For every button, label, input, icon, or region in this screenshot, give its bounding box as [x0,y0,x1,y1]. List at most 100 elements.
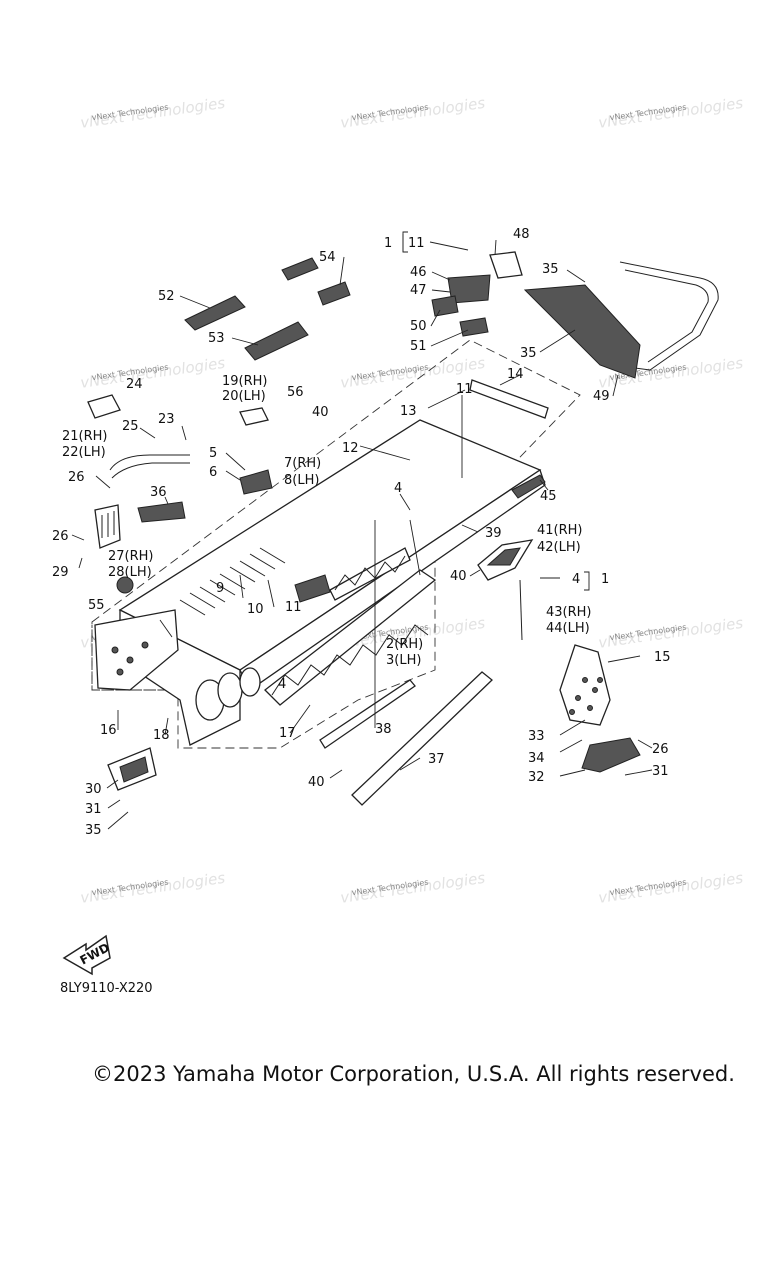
upper-truss [329,547,411,601]
footrest-holes [569,677,603,715]
rear-bumper-tube [619,261,719,371]
watermark: vNext Technologies vNext Technologies [597,94,744,132]
callout-40: 40 [308,775,325,790]
front-bracket [94,609,179,691]
callout-1: 1 [384,236,392,251]
callout-5: 5 [209,446,217,461]
callout-42: 42(LH) [537,540,581,555]
part-24-cover [87,394,121,419]
bottom-parts [107,671,493,806]
watermark: vNext Technologies vNext Technologies [597,614,744,652]
callout-32: 32 [528,770,545,785]
chassis-tunnel [94,419,546,746]
callout-39: 39 [485,526,502,541]
callout-53: 53 [208,331,225,346]
callout-35: 35 [520,346,537,361]
right-parts [477,539,641,773]
callout-36: 36 [150,485,167,500]
part-7-bracket [239,469,273,495]
heat-shield-slots [101,511,115,538]
callout-52: 52 [158,289,175,304]
callout-4: 4 [278,677,286,692]
callout-51: 51 [410,339,427,354]
callout-45: 45 [540,489,557,504]
part-54-pad [281,257,319,281]
assembly-outlines [91,339,581,749]
part-32-step [581,737,641,773]
callout-27: 27(RH) [108,549,154,564]
callout-54: 54 [319,250,336,265]
callout-4: 4 [572,572,580,587]
callout-35: 35 [542,262,559,277]
part-46-47-mount [447,274,491,304]
callout-33: 33 [528,729,545,744]
callout-26: 26 [68,470,85,485]
callout-18: 18 [153,728,170,743]
watermark: vNext Technologies vNext Technologies [339,869,486,907]
callout-35: 35 [85,823,102,838]
callout-55: 55 [88,598,105,613]
callout-29: 29 [52,565,69,580]
callout-34: 34 [528,751,545,766]
part-43-strap [519,579,523,641]
callout-20: 20(LH) [222,389,266,404]
leader-lines [71,234,653,830]
callout-12: 12 [342,441,359,456]
callout-38: 38 [375,722,392,737]
callout-9: 9 [216,581,224,596]
part-14-rail [469,379,549,419]
callout-2: 2(RH) [386,637,423,652]
callout-10: 10 [247,602,264,617]
callout-50: 50 [410,319,427,334]
rear-bumper [523,261,719,379]
callout-26: 26 [652,742,669,757]
callout-11: 11 [408,236,425,251]
tunnel-cooling-fins [179,547,286,616]
callout-31: 31 [85,802,102,817]
part-51-pad [459,317,489,337]
front-bracket-holes [111,641,149,676]
rear-bumper-tube-inner [624,269,709,363]
callout-4: 4 [394,481,402,496]
callout-7: 7(RH) [284,456,321,471]
part-36-pad [137,501,186,523]
left-parts [94,407,273,594]
callout-11: 11 [456,382,473,397]
part-38-bar [319,679,416,749]
part-15-footrest [559,644,611,726]
bracket-marks [402,231,590,591]
part-21-brace [109,454,190,471]
callout-25: 25 [122,419,139,434]
watermark: vNext Technologies vNext Technologies [79,869,226,907]
callout-31: 31 [652,764,669,779]
watermark: vNext Technologies vNext Technologies [339,94,486,132]
fwd-arrow-icon: FWD [62,934,112,976]
callout-1: 1 [601,572,609,587]
diagram-code: 8LY9110-X220 [60,981,153,996]
copyright-notice: ©2023 Yamaha Motor Corporation, U.S.A. A… [92,1062,735,1086]
part-55-grommet [116,576,134,594]
callout-19: 19(RH) [222,374,268,389]
callout-labels: 1 11 48 46 47 35 54 52 53 50 51 35 49 14… [52,227,671,838]
part-48-bracket [489,251,523,279]
callout-24: 24 [126,377,143,392]
watermark: vNext Technologies vNext Technologies [79,94,226,132]
callout-30: 30 [85,782,102,797]
callout-21: 21(RH) [62,429,108,444]
part-52-pad [184,295,246,331]
callout-13: 13 [400,404,417,419]
bracket-group-outline [91,625,170,691]
callout-3: 3(LH) [386,653,421,668]
callout-40: 40 [312,405,329,420]
callout-41: 41(RH) [537,523,583,538]
steering-post [294,574,331,603]
callout-46: 46 [410,265,427,280]
callout-40: 40 [450,569,467,584]
part-37-tube [351,671,493,806]
callout-43: 43(RH) [546,605,592,620]
callout-8: 8(LH) [284,473,319,488]
callout-49: 49 [593,389,610,404]
part-54-pad-b [317,281,351,306]
callout-26: 26 [52,529,69,544]
callout-47: 47 [410,283,427,298]
